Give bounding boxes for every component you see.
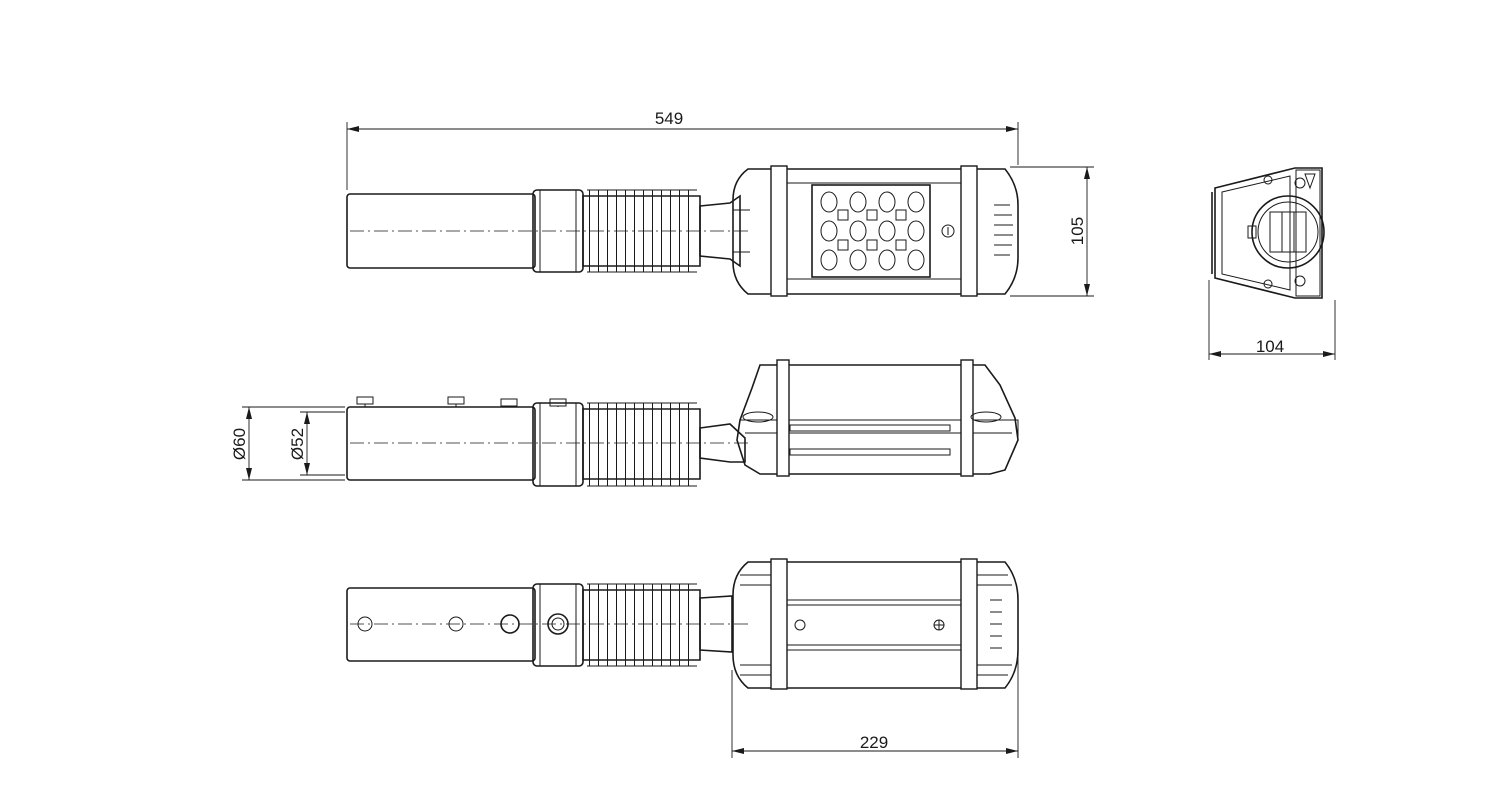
dimension-head-length: 229 (731, 655, 1019, 758)
end-view (1211, 167, 1325, 299)
clamp-band (776, 359, 790, 477)
sensor-icon (941, 224, 955, 238)
head-height-label: 105 (1068, 217, 1087, 245)
pole-tube (346, 587, 536, 662)
pivot-joint (699, 194, 741, 268)
dimension-outer-diameter: Ø60 (230, 406, 345, 481)
end-housing (1214, 167, 1323, 299)
pole-tube (346, 193, 536, 269)
clamp-band (770, 558, 788, 690)
lamp-head-top (732, 168, 1019, 295)
inner-diameter-label: Ø52 (288, 428, 307, 460)
led-module (811, 184, 931, 278)
side-view (346, 359, 1019, 487)
head-length-label: 229 (860, 733, 888, 752)
pivot-joint (699, 423, 746, 463)
end-socket (1251, 195, 1325, 269)
set-screw-icon (356, 396, 567, 407)
pivot-joint (699, 595, 733, 653)
dimension-overall-length: 549 (346, 109, 1019, 190)
screw-icon (794, 619, 806, 631)
dimension-head-width: 104 (1208, 280, 1336, 360)
clamp-band (960, 165, 978, 297)
lamp-head-bottom (732, 561, 1019, 689)
top-view (346, 165, 1019, 297)
overall-length-label: 549 (655, 109, 683, 128)
vent-slot-icon (990, 599, 1002, 649)
bottom-view (346, 558, 1019, 690)
led-array (820, 191, 925, 271)
dimension-head-height: 105 (1010, 166, 1094, 297)
clamp-band (960, 558, 978, 690)
clamp-band (770, 165, 788, 297)
clamp-band (960, 359, 974, 477)
head-width-label: 104 (1256, 337, 1284, 356)
dimension-inner-diameter: Ø52 (288, 411, 345, 476)
lens-window (786, 182, 962, 280)
outer-diameter-label: Ø60 (230, 428, 249, 460)
connector-block (1269, 211, 1307, 253)
pole-tube (346, 406, 536, 481)
